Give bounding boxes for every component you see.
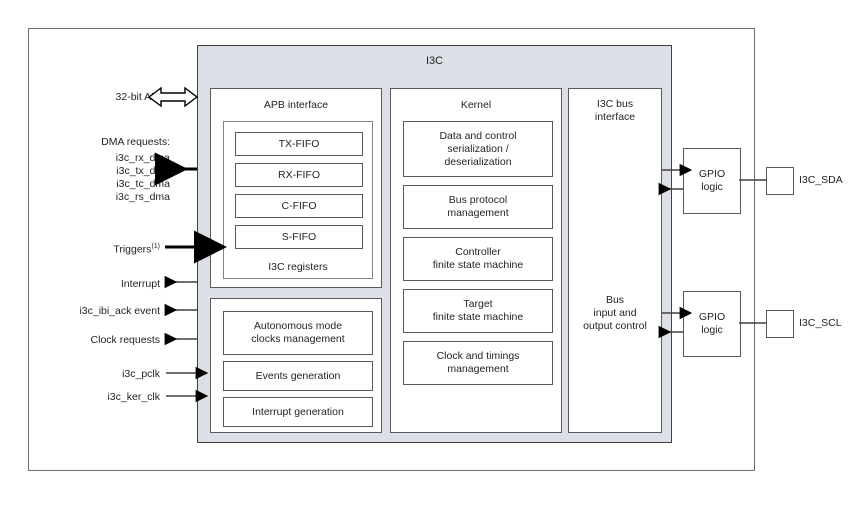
interrupt-label: Interrupt [120, 278, 160, 290]
i3c-ker-clk-label: i3c_ker_clk [107, 391, 160, 403]
clock-requests-label: Clock requests [90, 334, 160, 346]
tx-fifo-box: TX-FIFO [235, 132, 363, 156]
scl-pad [766, 310, 794, 338]
s-fifo-box: S-FIFO [235, 225, 363, 249]
apb-bus-double-arrow [147, 86, 199, 108]
sda-pin-label: I3C_SDA [799, 174, 843, 186]
triggers-text: Triggers [113, 243, 152, 256]
i3c-registers-label: I3C registers [268, 261, 328, 273]
i3c-registers-box: TX-FIFO RX-FIFO C-FIFO S-FIFO I3C regist… [223, 121, 373, 279]
events-generation-box: Events generation [223, 361, 373, 391]
c-fifo-box: C-FIFO [235, 194, 363, 218]
triggers-label: Triggers(1) [113, 243, 160, 256]
scl-pin-label: I3C_SCL [799, 317, 842, 329]
dma-signal-rs: i3c_rs_dma [115, 191, 170, 203]
i3c-pclk-label: i3c_pclk [122, 368, 160, 380]
sda-pad [766, 167, 794, 195]
interrupt-generation-box: Interrupt generation [223, 397, 373, 427]
ibi-ack-event-label: i3c_ibi_ack event [79, 305, 160, 317]
triggers-footnote-marker: (1) [151, 243, 160, 250]
kernel-title: Kernel [460, 99, 492, 111]
i3c-block-title: I3C [425, 55, 444, 67]
rx-fifo-box: RX-FIFO [235, 163, 363, 187]
apb-interface-panel: APB interface TX-FIFO RX-FIFO C-FIFO S-F… [210, 88, 382, 288]
dma-requests-heading: DMA requests: [101, 136, 170, 148]
apb-interface-title: APB interface [263, 99, 329, 111]
